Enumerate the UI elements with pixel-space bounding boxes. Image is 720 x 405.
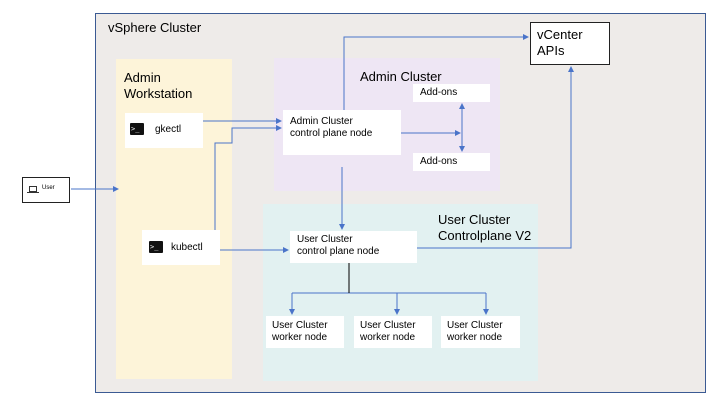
laptop-icon-base: [27, 192, 39, 193]
worker-node-box: [266, 316, 344, 348]
admin-workstation-region: [116, 59, 232, 379]
admin-to-vcenter-arrow: [343, 34, 529, 110]
admin-control-plane-box: [283, 110, 401, 155]
user-control-plane-label: User Cluster control plane node: [297, 234, 380, 257]
user-control-plane-box: [290, 231, 417, 263]
worker-node-box: [354, 316, 432, 348]
worker-node-box: [441, 316, 520, 348]
addons-bottom-label: Add-ons: [420, 156, 458, 167]
admin-cluster-title: Admin Cluster: [360, 69, 442, 84]
terminal-icon: >_: [130, 123, 144, 135]
worker-node-label: User Cluster worker node: [447, 320, 503, 343]
kubectl-label: kubectl: [171, 242, 203, 253]
gkectl-label: gkectl: [155, 124, 182, 135]
worker-node-label: User Cluster worker node: [272, 320, 328, 343]
user-label: User: [42, 185, 55, 191]
admin-control-plane-label: Admin Cluster control plane node: [290, 116, 373, 139]
kubectl-to-admin-arrow: [214, 125, 282, 230]
vcenter-apis-label: vCenter APIs: [537, 27, 583, 58]
addons-top-label: Add-ons: [420, 87, 458, 98]
user-cluster-title: User Cluster Controlplane V2: [438, 212, 532, 243]
addons-top-box: [413, 84, 490, 102]
admin-workstation-title: Admin Workstation: [124, 70, 193, 101]
addons-bottom-box: [413, 153, 490, 171]
vcenter-apis-box: [530, 22, 610, 65]
laptop-icon: [29, 186, 37, 192]
user-box: [22, 177, 70, 203]
user-to-vcenter-arrow: [417, 66, 574, 249]
vsphere-cluster-title: vSphere Cluster: [108, 20, 202, 35]
terminal-icon: >_: [149, 241, 163, 253]
worker-node-label: User Cluster worker node: [360, 320, 416, 343]
